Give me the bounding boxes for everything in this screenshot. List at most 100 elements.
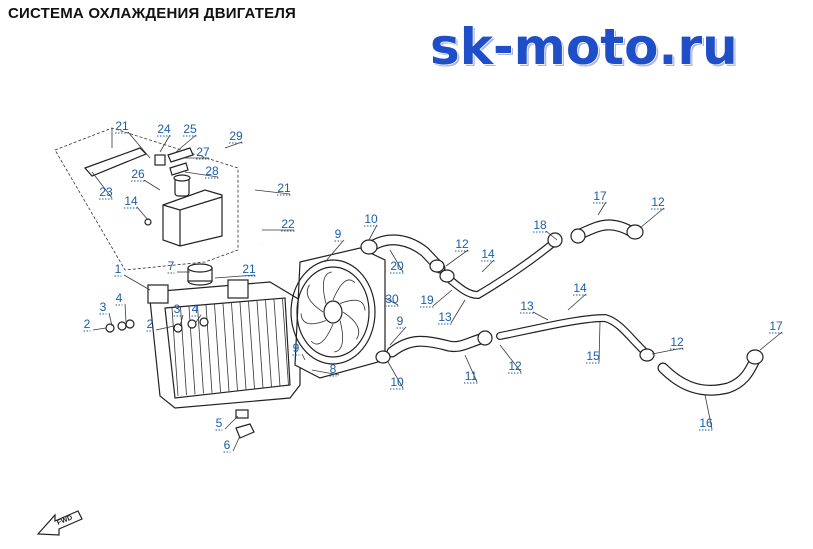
logo-text: sk-moto.ru [430, 18, 738, 76]
callout-number: 7 [168, 259, 175, 273]
callout-11: 11 [464, 354, 478, 384]
radiator [105, 263, 301, 439]
callout-6: 6 [223, 435, 241, 453]
callout-8: 8 [311, 362, 340, 377]
callout-3: 3 [173, 302, 184, 327]
callout-leader [127, 131, 151, 159]
callout-12: 12 [639, 195, 665, 229]
callout-21: 21 [115, 119, 151, 159]
callout-leader [224, 415, 239, 430]
callout-number: 2 [84, 317, 91, 331]
callout-number: 15 [586, 349, 600, 363]
callout-leader [232, 435, 241, 452]
callout-26: 26 [131, 167, 161, 191]
callout-leader [124, 303, 127, 323]
callout-leader [311, 369, 340, 376]
callout-30: 30 [384, 292, 399, 307]
callout-number: 10 [364, 212, 378, 226]
callout-leader [567, 293, 587, 311]
callout-number: 13 [438, 310, 452, 324]
callout-leader [464, 354, 478, 383]
callout-number: 19 [420, 293, 434, 307]
callout-number: 21 [277, 181, 291, 195]
callout-number: 1 [115, 262, 122, 276]
callout-7: 7 [167, 259, 190, 274]
callout-number: 29 [229, 129, 243, 143]
callout-number: 12 [508, 359, 522, 373]
callout-leader [759, 331, 783, 351]
callout-2: 2 [146, 317, 175, 332]
callout-number: 20 [390, 259, 404, 273]
callout-number: 27 [196, 145, 210, 159]
callout-number: 9 [335, 227, 342, 241]
callout-number: 5 [216, 416, 223, 430]
callout-12: 12 [445, 237, 469, 267]
callout-leader [175, 134, 197, 153]
callout-leader [387, 361, 404, 389]
callout-number: 14 [573, 281, 587, 295]
callout-number: 12 [670, 335, 684, 349]
callout-22: 22 [262, 217, 295, 232]
callout-leader [368, 224, 378, 241]
fwd-arrow: FWD [36, 510, 83, 536]
callout-leader [92, 327, 107, 331]
callout-19: 19 [420, 289, 453, 308]
callout-number: 30 [385, 292, 399, 306]
clamps [360, 224, 764, 365]
callout-21: 21 [254, 181, 291, 196]
callout-number: 28 [205, 164, 219, 178]
callout-leader [155, 325, 175, 331]
logo-shadow: sk-moto.ru [432, 20, 740, 78]
callout-5: 5 [215, 415, 239, 431]
callout-leader [254, 189, 291, 195]
callout-number: 26 [131, 167, 145, 181]
callout-number: 4 [116, 291, 123, 305]
fan-assembly [290, 247, 386, 379]
callout-leader [324, 239, 345, 263]
callout-16: 16 [699, 394, 713, 431]
callout-9: 9 [292, 341, 306, 361]
callout-number: 23 [99, 185, 113, 199]
callout-29: 29 [224, 129, 243, 149]
callout-leader [184, 171, 219, 178]
callout-number: 9 [293, 341, 300, 355]
callout-number: 18 [533, 218, 547, 232]
callout-leader [143, 179, 161, 191]
callout-leader [445, 249, 469, 267]
callout-number: 11 [465, 369, 478, 383]
callout-number: 3 [174, 302, 181, 316]
site-logo: sk-moto.ru sk-moto.ru [429, 17, 740, 78]
callout-number: 8 [330, 362, 337, 376]
callout-10: 10 [364, 212, 378, 241]
callout-17: 17 [759, 319, 783, 351]
callout-number: 10 [390, 375, 404, 389]
callout-leader [598, 321, 601, 363]
callout-number: 12 [455, 237, 469, 251]
callout-20: 20 [389, 249, 404, 274]
callout-leader [384, 297, 399, 306]
callout-10: 10 [387, 361, 404, 390]
callout-number: 25 [183, 122, 197, 136]
callout-leader [195, 314, 202, 323]
expansion-tank-group [54, 127, 264, 271]
callout-18: 18 [533, 218, 558, 241]
callout-28: 28 [184, 164, 219, 179]
callout-9: 9 [324, 227, 345, 263]
callout-leader [432, 289, 453, 307]
callout-14: 14 [481, 247, 495, 273]
callout-2: 2 [83, 317, 107, 332]
callout-4: 4 [115, 291, 127, 323]
callout-leader [159, 134, 171, 153]
callout-14: 14 [124, 194, 149, 221]
callout-leader [597, 201, 607, 216]
diagram-title: СИСТЕМА ОХЛАЖДЕНИЯ ДВИГАТЕЛЯ [8, 5, 297, 22]
callout-leader [214, 274, 256, 279]
callout-leader [532, 311, 549, 321]
callout-number: 14 [124, 194, 138, 208]
callout-number: 17 [769, 319, 783, 333]
callout-21: 21 [214, 262, 256, 279]
callout-number: 22 [281, 217, 295, 231]
callout-leader [639, 207, 665, 229]
